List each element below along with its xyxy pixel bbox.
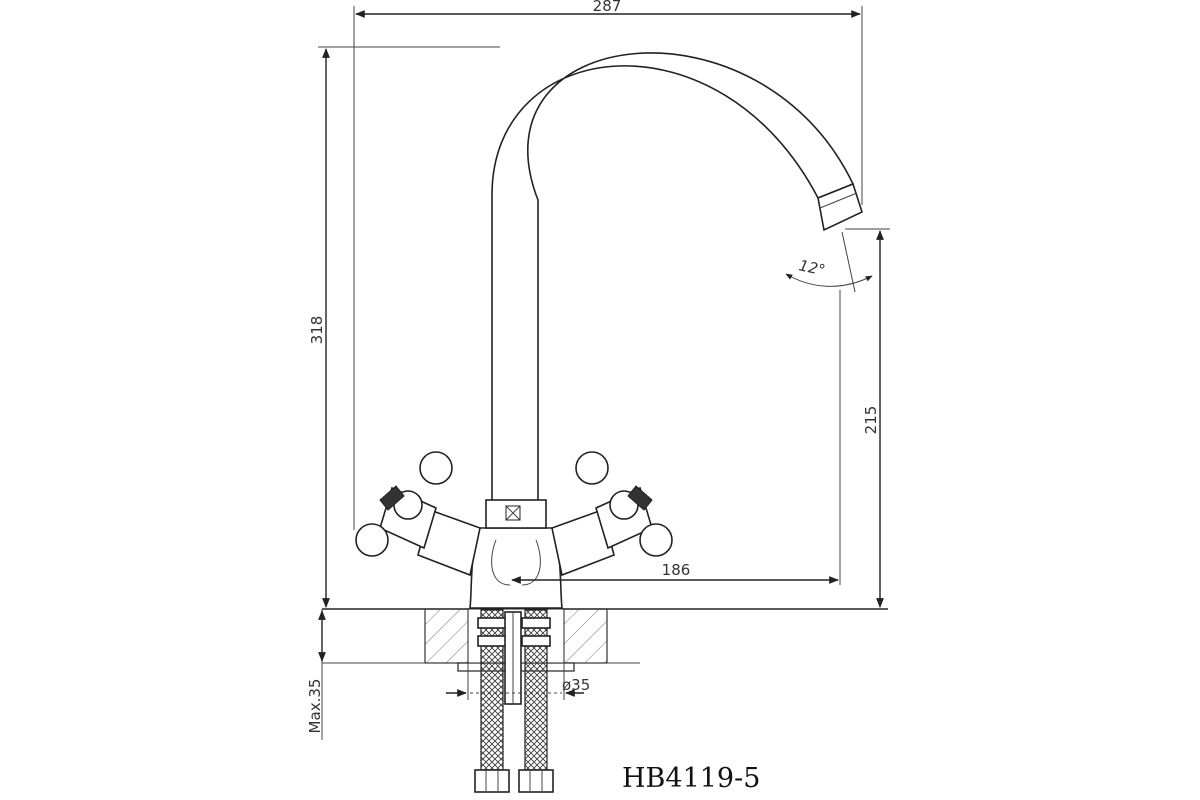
model-number: HB4119-5 — [622, 763, 760, 794]
faucet-body — [469, 499, 563, 609]
height-label: 318 — [308, 316, 326, 345]
width-dimension: 287 — [353, 0, 863, 530]
countertop — [322, 608, 888, 672]
spout-height-dimension: 215 — [845, 228, 890, 608]
hole-diameter-dimension: ø35 — [446, 663, 590, 700]
left-handle — [355, 451, 481, 577]
thickness-label: Max.35 — [306, 679, 324, 734]
angle-label: 12° — [797, 256, 827, 279]
thickness-dimension: Max.35 — [306, 609, 326, 740]
supply-hoses — [474, 609, 554, 793]
spout-height-label: 215 — [862, 406, 880, 435]
spout — [491, 52, 863, 506]
hole-diameter-label: ø35 — [562, 676, 590, 694]
right-handle — [551, 451, 673, 577]
reach-dimension: 186 — [511, 290, 841, 585]
width-label: 287 — [593, 0, 622, 15]
reach-label: 186 — [662, 561, 691, 579]
height-dimension: 318 — [308, 46, 500, 608]
angle-dimension: 12° — [785, 231, 873, 293]
